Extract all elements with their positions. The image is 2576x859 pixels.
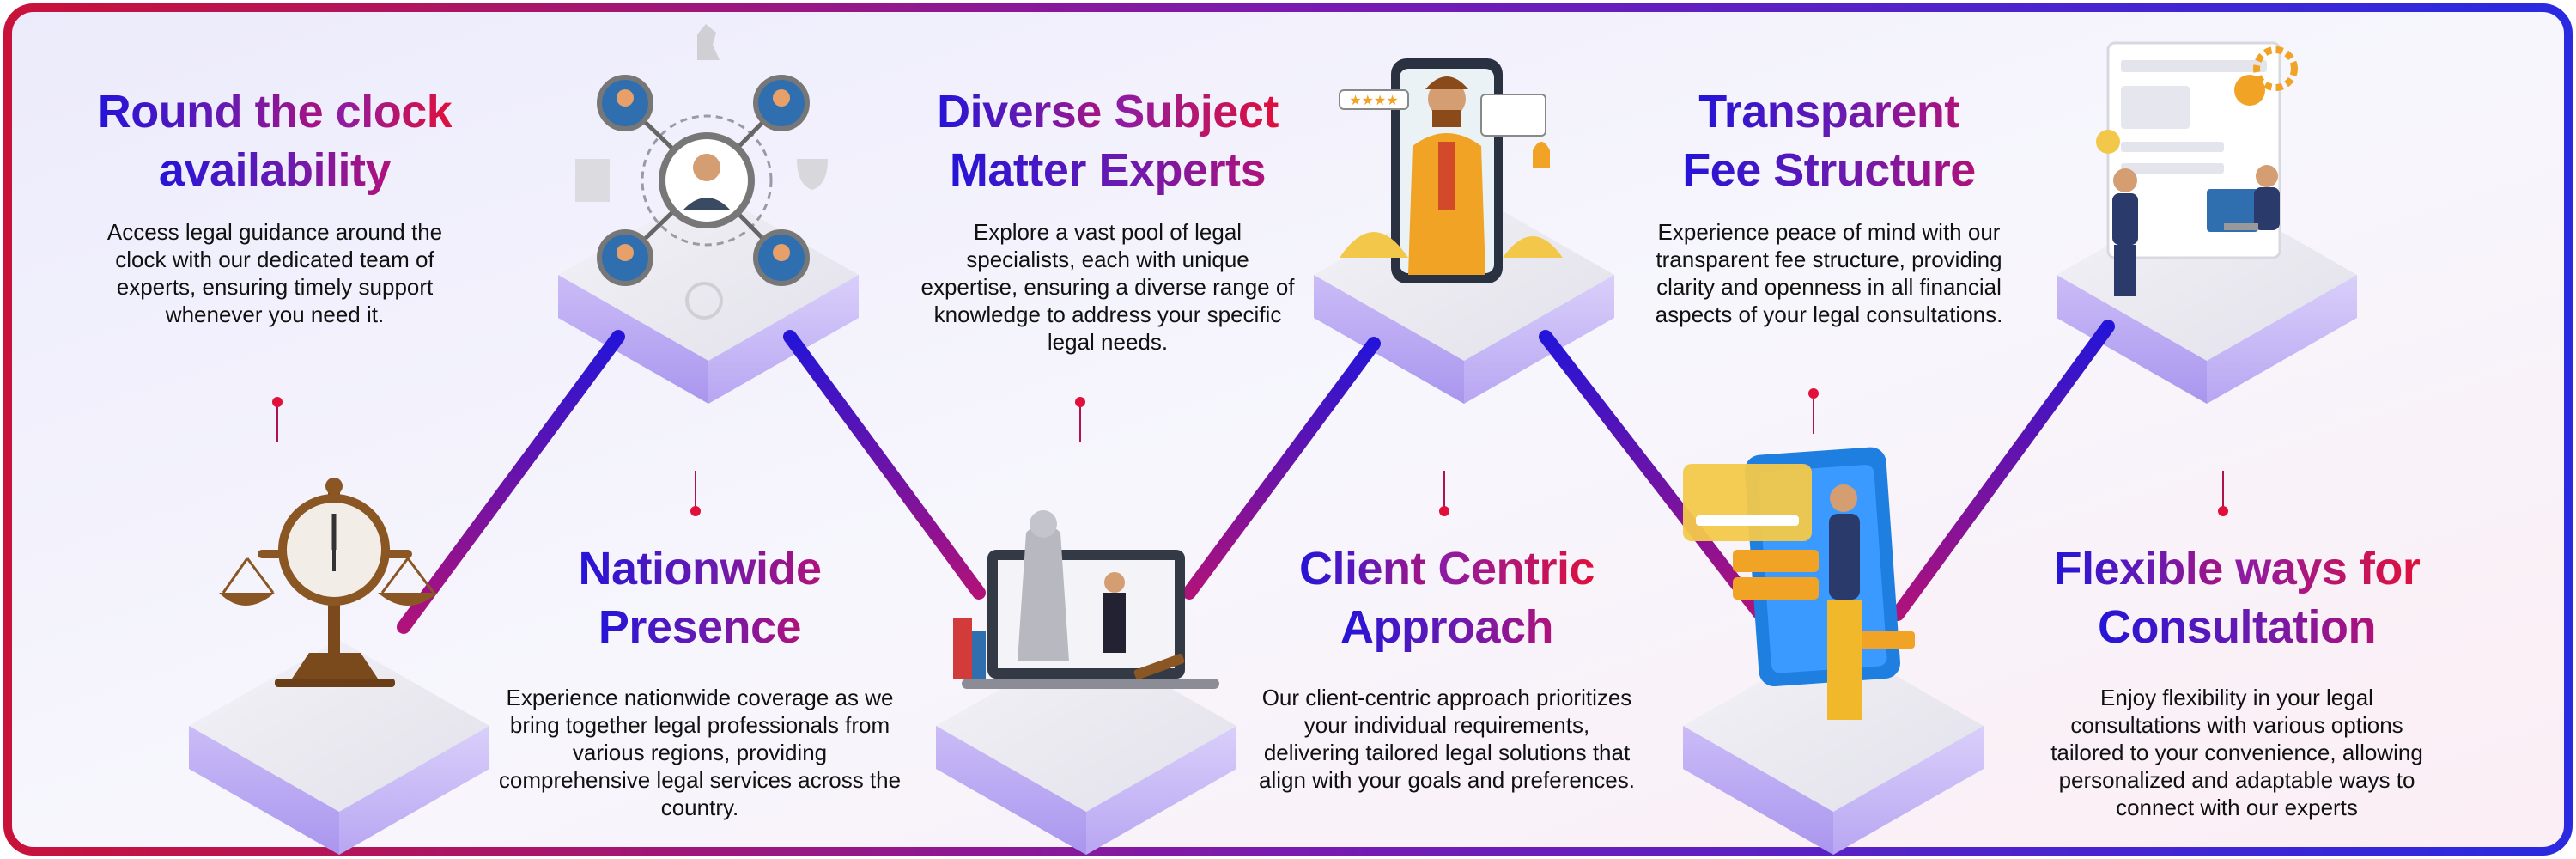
title-part: availability bbox=[158, 144, 392, 196]
feature-availability: Round the clock availability Access lega… bbox=[82, 82, 468, 328]
gradient-border-frame bbox=[3, 3, 2573, 856]
svg-text:★★★★: ★★★★ bbox=[1349, 92, 1398, 108]
calendar-phone-icon bbox=[1683, 447, 1915, 720]
feature-description: Our client-centric approach prioritizes … bbox=[1259, 685, 1635, 793]
title-part: Fee Structure bbox=[1682, 144, 1976, 196]
title-part: Consultation bbox=[2098, 601, 2376, 653]
feature-description: Experience nationwide coverage as we bri… bbox=[498, 685, 902, 820]
title-part: Approach bbox=[1340, 601, 1554, 653]
feature-title: Nationwide Presence bbox=[498, 539, 902, 656]
title-part: Nationwide bbox=[578, 543, 822, 594]
title-part: Transparent bbox=[1698, 86, 1959, 137]
feature-title: Round the clock availability bbox=[82, 82, 468, 199]
feature-experts: Diverse Subject Matter Experts Explore a… bbox=[902, 82, 1314, 356]
title-part: Presence bbox=[598, 601, 802, 653]
feature-client: Client Centric Approach Our client-centr… bbox=[1249, 539, 1644, 794]
title-part-accent: ways for bbox=[2235, 543, 2421, 594]
feature-nationwide: Nationwide Presence Experience nationwid… bbox=[498, 539, 902, 821]
feature-description: Experience peace of mind with our transp… bbox=[1655, 219, 2003, 327]
title-part: Round the bbox=[97, 86, 336, 137]
network-people-icon bbox=[575, 24, 828, 320]
title-part-accent: clock bbox=[335, 86, 453, 137]
feature-title: Diverse Subject Matter Experts bbox=[902, 82, 1314, 199]
feature-description: Enjoy flexibility in your legal consulta… bbox=[2050, 685, 2423, 820]
connector-pins bbox=[272, 388, 2228, 516]
title-part-accent: Subject bbox=[1114, 86, 1279, 137]
scale-clock-icon bbox=[219, 478, 438, 687]
feature-title: Flexible ways for Consultation bbox=[2026, 539, 2447, 656]
title-part-accent: Centric bbox=[1437, 543, 1595, 594]
feature-title: Transparent Fee Structure bbox=[1636, 82, 2022, 199]
laptop-lawyer-icon bbox=[953, 510, 1219, 689]
dashboard-team-icon bbox=[2096, 41, 2298, 296]
title-part: Matter Experts bbox=[949, 144, 1267, 196]
title-part: Client bbox=[1298, 543, 1438, 594]
feature-flexible: Flexible ways for Consultation Enjoy fle… bbox=[2026, 539, 2447, 821]
feature-fee: Transparent Fee Structure Experience pea… bbox=[1636, 82, 2022, 328]
feature-title: Client Centric Approach bbox=[1249, 539, 1644, 656]
zigzag-connector bbox=[397, 320, 2115, 634]
title-part: Diverse bbox=[937, 86, 1115, 137]
title-part: Flexible bbox=[2053, 543, 2236, 594]
phone-expert-icon: ★★★★ bbox=[1339, 58, 1563, 283]
feature-description: Access legal guidance around the clock w… bbox=[106, 219, 443, 327]
feature-description: Explore a vast pool of legal specialists… bbox=[920, 219, 1295, 355]
